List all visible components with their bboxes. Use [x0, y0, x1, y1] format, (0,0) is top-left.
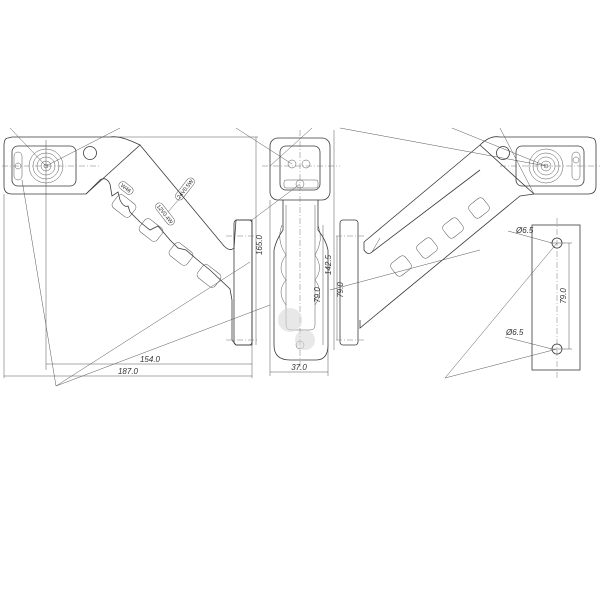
- dim-79-mount: 79.0: [559, 288, 568, 304]
- emblem-icon-right: [496, 146, 510, 160]
- dim-165: 165.0: [255, 234, 264, 255]
- dim-37: 37.0: [291, 363, 307, 372]
- emblem-icon: [83, 146, 97, 160]
- dim-142-5: 142.5: [324, 254, 333, 275]
- bulb-type-label: W46: [119, 183, 132, 195]
- hole-dia-top: Ø6.5: [515, 226, 534, 235]
- dim-154: 154.0: [140, 355, 161, 364]
- right-side-view: 79.0: [329, 127, 600, 346]
- left-side-view: W46 24V0.5W 12V0.4W 154.0 187.0 165.0: [2, 127, 271, 387]
- hole-dia-bottom: Ø6.5: [505, 328, 524, 337]
- mounting-hole-detail: 79.0 Ø6.5 Ø6.5: [444, 218, 581, 379]
- dim-79-right: 79.0: [336, 282, 345, 298]
- dim-79-front: 79.0: [313, 287, 322, 303]
- front-view: 37.0 142.5 79.0: [235, 127, 340, 376]
- dim-187: 187.0: [118, 367, 139, 376]
